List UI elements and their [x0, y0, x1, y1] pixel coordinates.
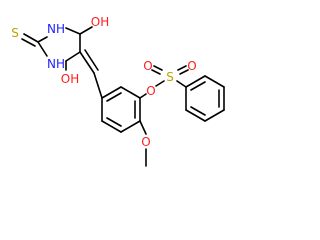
bond-c5-c4	[65, 51, 81, 62]
bond-ring-a	[101, 86, 122, 99]
atom-oh-top: OH	[91, 15, 109, 29]
bond-n3-c2	[37, 41, 48, 57]
atom-o-sulfonyl-right: O	[187, 59, 196, 73]
bond-c6-oh	[79, 26, 93, 35]
bond-ph-inner-1	[190, 81, 206, 91]
atom-o-sulfonyl-left: O	[143, 59, 152, 73]
bond-c5-ch-double	[84, 49, 99, 71]
bond-ring-inner-3	[106, 117, 122, 127]
bond-ring-inner-1	[106, 92, 122, 102]
bond-ph-inner-3	[190, 106, 206, 116]
bond-ring-e	[101, 120, 122, 133]
atom-nh-bottom: NH	[47, 57, 65, 71]
bond-ph-d	[204, 109, 225, 122]
bond-s-phenyl	[176, 80, 187, 88]
bond-ch-c1	[93, 72, 103, 99]
atom-nh-top: NH	[47, 22, 65, 36]
bond-c2-oester	[139, 93, 147, 99]
bond-n1-c6	[65, 27, 81, 35]
bond-s-oleft	[153, 65, 163, 71]
molecule-structure: S NH NH OH OH O S O O O	[11, 15, 225, 167]
bond-c2-s	[23, 33, 39, 43]
bond-ring-d	[120, 120, 141, 133]
atom-o-methoxy: O	[141, 135, 150, 149]
bond-s-oright	[177, 65, 187, 71]
structure-canvas: S NH NH OH OH O S O O O	[11, 15, 225, 167]
atom-s-sulfonyl: S	[166, 70, 174, 84]
bond-c5-ch	[79, 51, 95, 74]
atom-layer: S NH NH OH OH O S O O O	[11, 15, 197, 149]
atom-s-thione: S	[11, 26, 19, 40]
bond-s-oright-double	[179, 69, 189, 75]
bond-oester-s	[155, 80, 165, 87]
atom-oh-bottom: OH	[61, 72, 79, 86]
bond-ring-b	[120, 86, 141, 99]
bond-ph-a	[185, 75, 206, 88]
bond-ring-ometh	[139, 120, 147, 135]
bond-c2-s-double	[21, 38, 36, 47]
bond-layer	[21, 26, 225, 167]
atom-o-ester: O	[146, 84, 155, 98]
bond-ph-b	[204, 75, 225, 88]
bond-c2-n1	[37, 36, 48, 43]
bond-s-oleft-double	[151, 69, 161, 75]
bond-ph-e	[185, 109, 206, 122]
